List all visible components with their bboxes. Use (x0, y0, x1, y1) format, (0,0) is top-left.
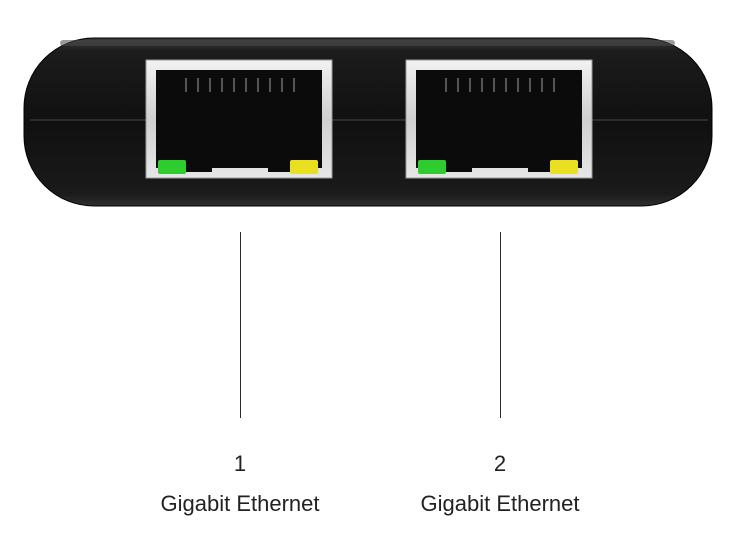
port-2-number: 2 (493, 451, 507, 476)
ethernet-port-1 (145, 59, 333, 179)
ethernet-port-2 (405, 59, 593, 179)
port-1-link-led (158, 160, 186, 174)
adapter-body (23, 37, 713, 207)
port-2-contacts (445, 78, 555, 92)
port-1-contacts (185, 78, 295, 92)
port-2-link-led (418, 160, 446, 174)
port-1-label: Gigabit Ethernet (160, 491, 320, 516)
port-1-number: 1 (233, 451, 247, 476)
port-2-leader-line (500, 232, 501, 418)
usb-ethernet-adapter (23, 37, 713, 207)
adapter-body-highlight (60, 40, 675, 46)
port-1-activity-led (290, 160, 318, 174)
port-1-leader-line (240, 232, 241, 418)
port-2-activity-led (550, 160, 578, 174)
port-2-label: Gigabit Ethernet (420, 491, 580, 516)
